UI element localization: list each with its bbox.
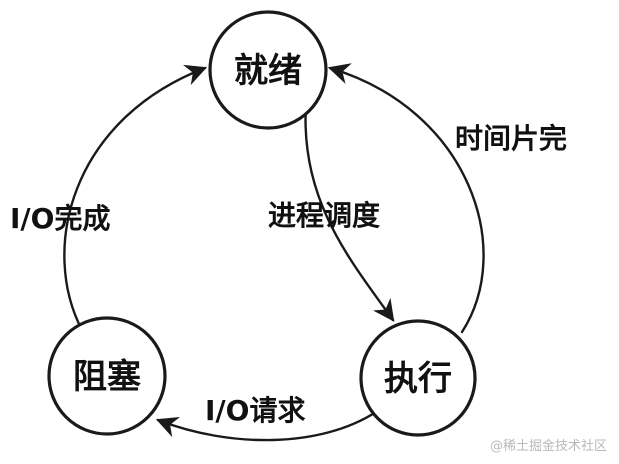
state-node-blocked: 阻塞 (47, 316, 167, 436)
state-label-blocked: 阻塞 (73, 357, 141, 397)
watermark: @稀土掘金技术社区 (489, 439, 607, 454)
state-label-running: 执行 (384, 359, 452, 399)
edge-label-io-complete: I/O完成 (10, 202, 110, 235)
edge-running-to-ready (327, 63, 485, 334)
edge-label-io-request: I/O请求 (205, 394, 305, 427)
state-node-ready: 就绪 (208, 10, 328, 130)
edge-running-to-blocked (155, 410, 378, 442)
state-label-ready: 就绪 (234, 51, 302, 91)
state-node-running: 执行 (359, 319, 477, 437)
edge-blocked-to-ready (63, 64, 208, 332)
edge-label-dispatch: 进程调度 (268, 199, 380, 232)
edge-label-timeout: 时间片完 (455, 122, 567, 155)
edge-ready-to-running (304, 103, 395, 322)
